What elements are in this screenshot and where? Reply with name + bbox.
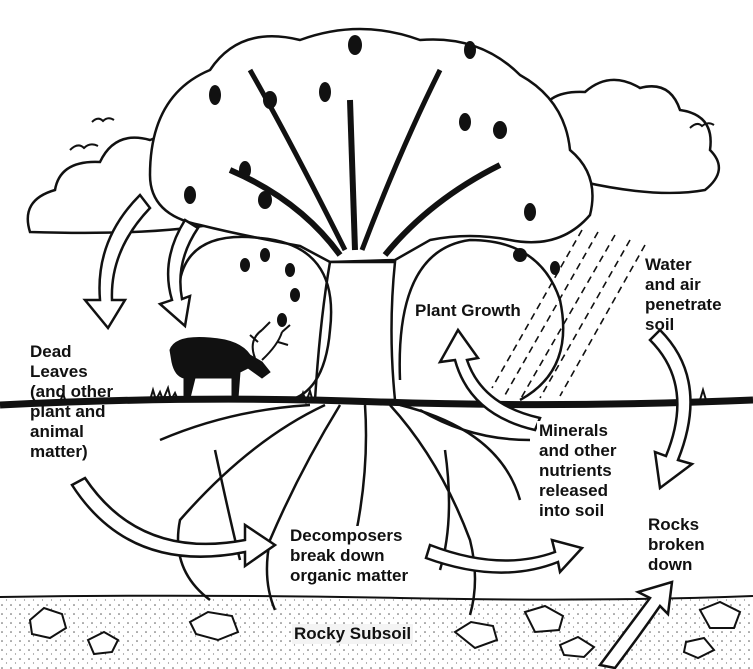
label-minerals: Minerals and other nutrients released in…: [537, 421, 618, 521]
label-dead-leaves: Dead Leaves (and other plant and animal …: [30, 342, 113, 462]
label-rocks-broken: Rocks broken down: [648, 515, 705, 575]
label-water-air: Water and air penetrate soil: [645, 255, 722, 335]
label-decomposers: Decomposers break down organic matter: [288, 526, 410, 586]
deer-icon: [170, 322, 290, 398]
label-plant-growth: Plant Growth: [413, 301, 523, 321]
label-rocky-subsoil: Rocky Subsoil: [292, 624, 413, 644]
